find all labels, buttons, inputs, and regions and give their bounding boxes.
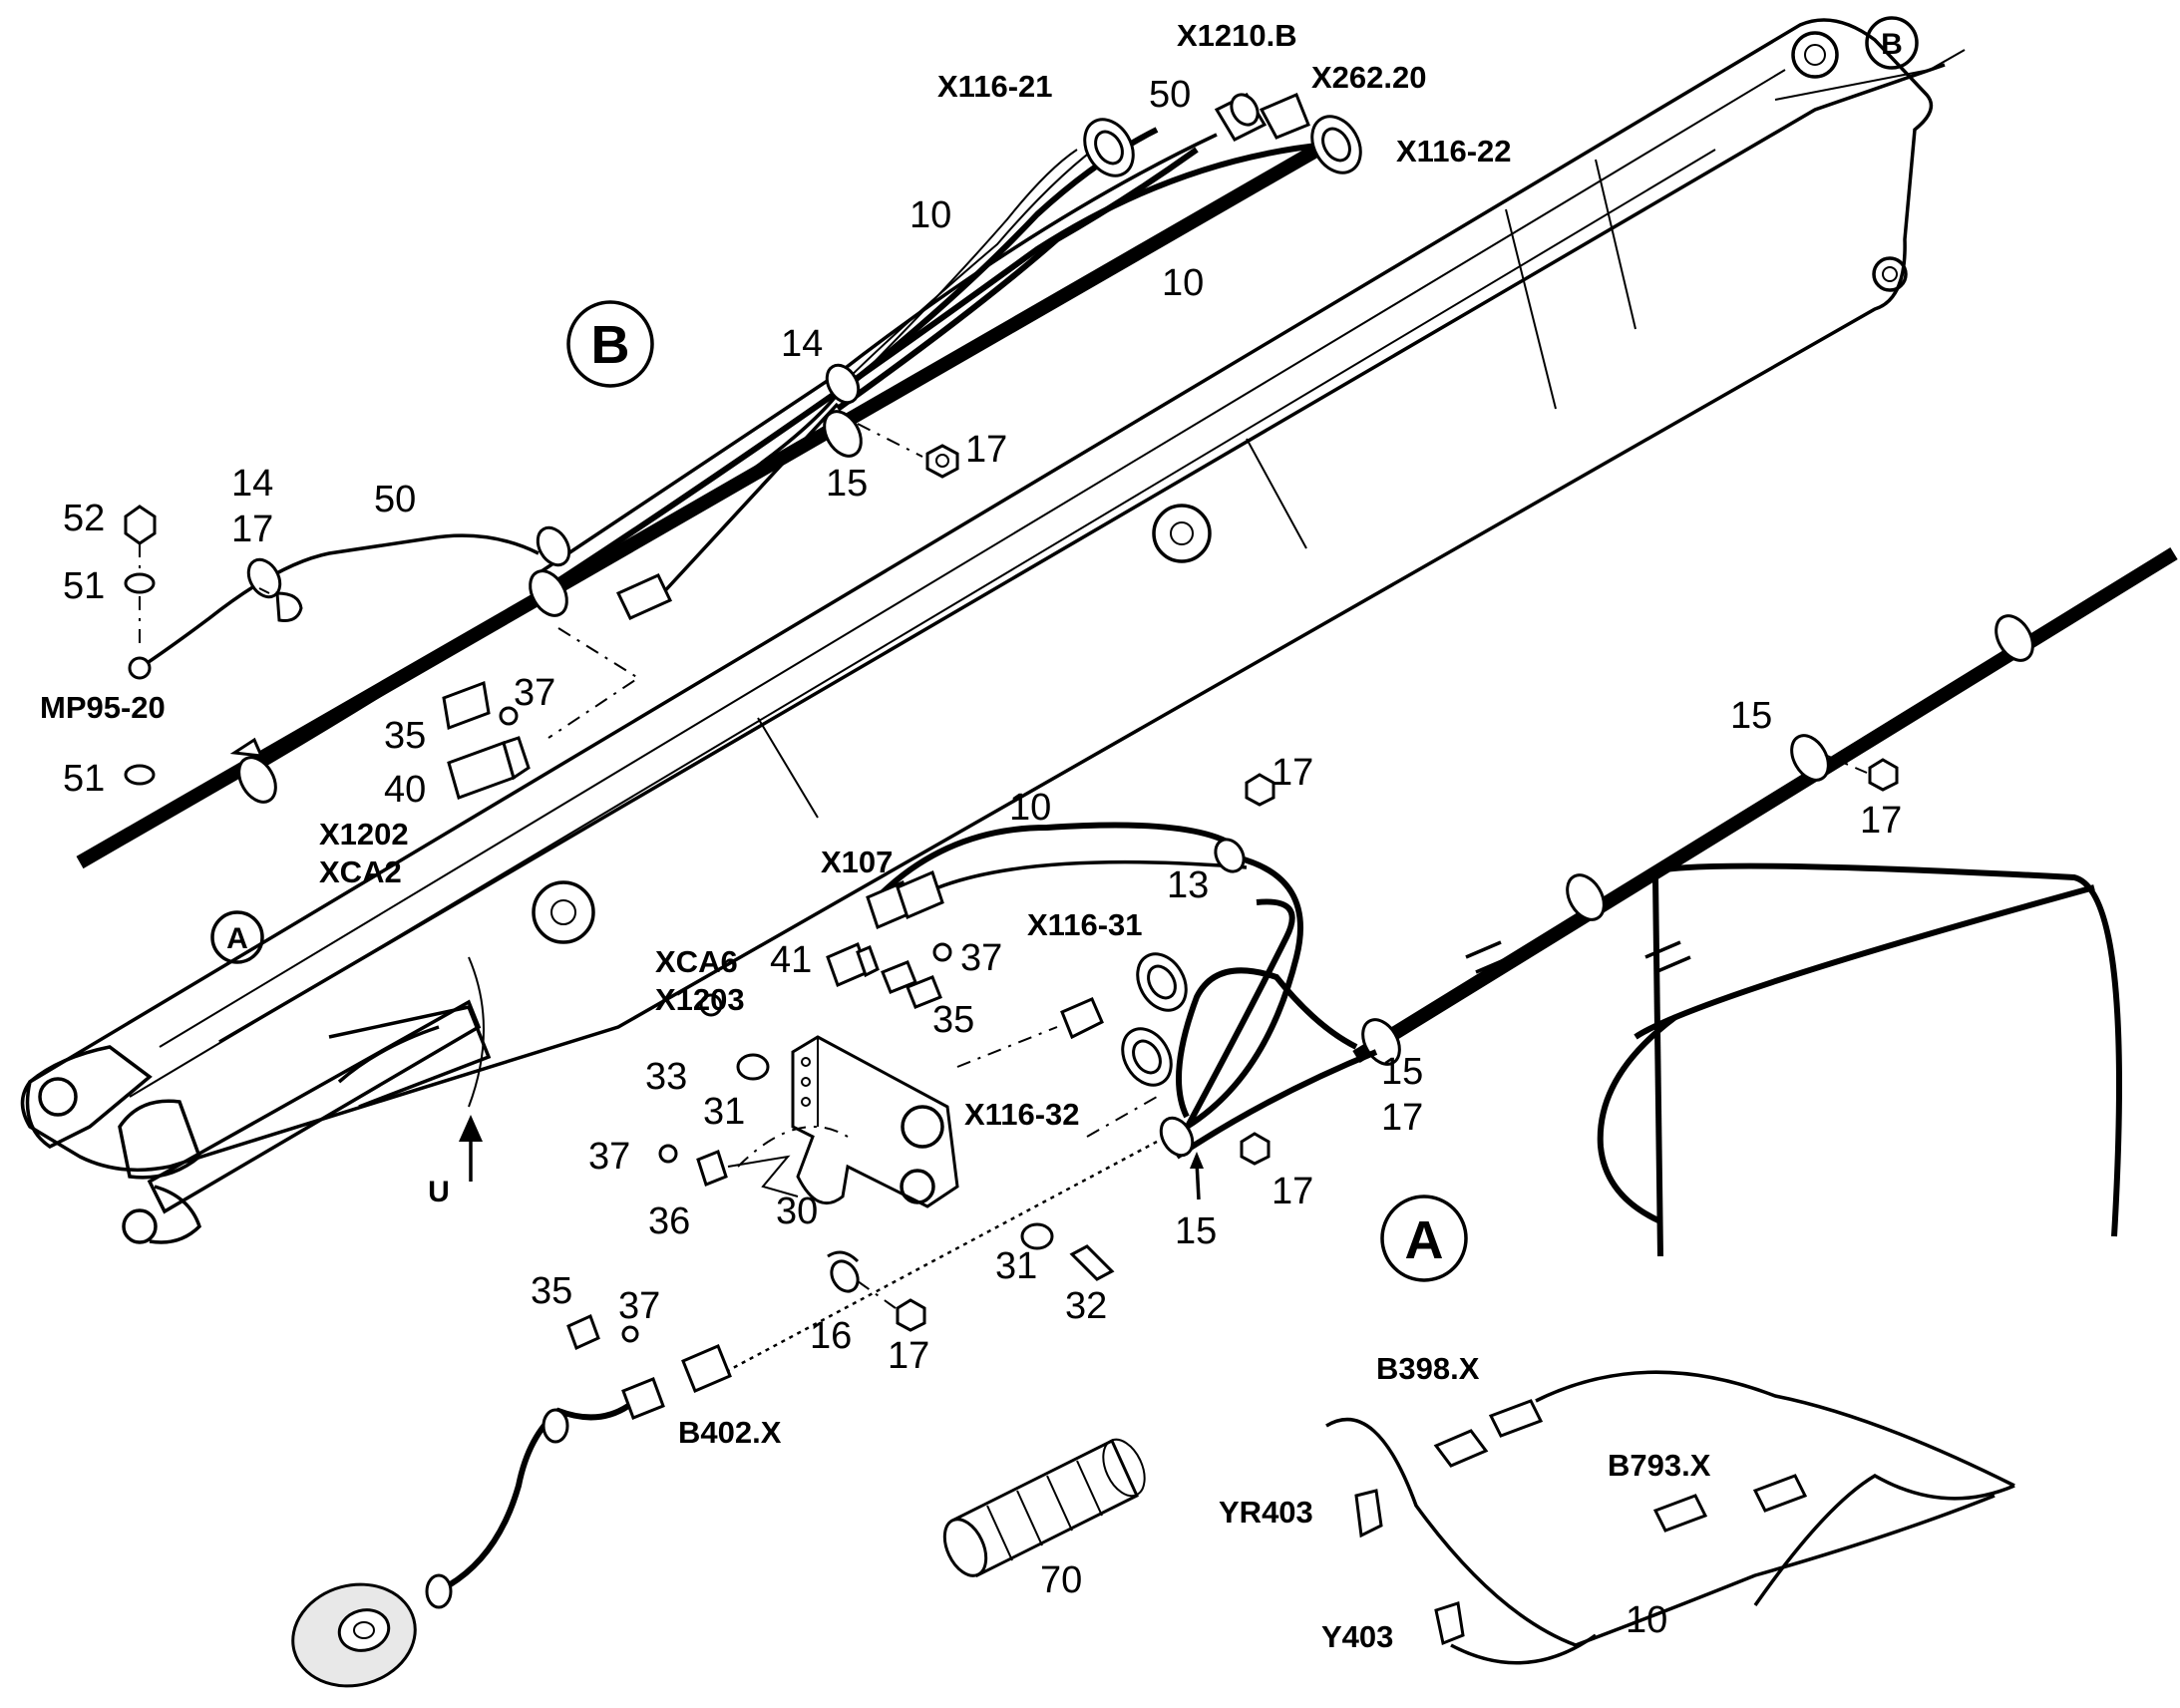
cable-clip: [529, 569, 568, 617]
part-number: 51: [63, 565, 105, 607]
callout-b-large: B: [566, 300, 654, 388]
callout-a-large: A: [1380, 1195, 1468, 1282]
part-number: 10: [1009, 787, 1051, 829]
part-number: 15: [826, 463, 868, 505]
label-b793-x: B793.X: [1608, 1448, 1711, 1483]
label-x1202: X1202: [319, 817, 409, 852]
connector-x116-21: [1083, 118, 1135, 177]
boom-arm: [20, 18, 1966, 1180]
connector-x1210-b: [1214, 93, 1268, 142]
detail-b-harness: [76, 93, 1362, 869]
part-number: 70: [1040, 1559, 1082, 1601]
connector-labels: X116-21 X1210.B X262.20 X116-22 MP95-20 …: [40, 18, 1711, 1654]
part-number: 15: [1175, 1210, 1217, 1252]
cable-clip: [536, 525, 571, 567]
label-x116-32: X116-32: [964, 1097, 1080, 1132]
mounting-bracket: [791, 1035, 959, 1208]
part-number: 32: [1065, 1285, 1107, 1327]
part-number: 16: [810, 1315, 852, 1357]
part-number: 50: [374, 479, 416, 520]
part-number: 40: [384, 769, 426, 811]
part-number: 35: [531, 1270, 572, 1312]
label-x262-20: X262.20: [1311, 60, 1427, 95]
part-number-labels: 50 10 10 14 17 15 14 17 50 52 51 51 35 3…: [63, 74, 1902, 1641]
part-number: 17: [1381, 1097, 1423, 1139]
part-number: 52: [63, 498, 105, 539]
part-number: 17: [1860, 800, 1902, 842]
part-number: 33: [645, 1056, 687, 1098]
label-b402-x: B402.X: [678, 1415, 782, 1450]
cable-clip: [825, 363, 861, 405]
detail-a-harness: [291, 547, 2178, 1688]
part-number: 13: [1167, 864, 1209, 906]
callout-a-small-text: A: [226, 922, 248, 955]
label-yr403: YR403: [1219, 1495, 1313, 1530]
part-number: 14: [781, 323, 823, 365]
callout-b-small-text: B: [1881, 28, 1903, 61]
part-number: 31: [703, 1091, 745, 1133]
part-number: 17: [1272, 752, 1313, 794]
sensor-disk: [291, 1582, 417, 1688]
part-number: 37: [618, 1285, 660, 1327]
label-y403: Y403: [1321, 1619, 1393, 1654]
label-xca6: XCA6: [655, 944, 738, 979]
label-x1210-b: X1210.B: [1177, 18, 1297, 53]
callout-b-small: B: [1865, 16, 1919, 70]
part-number: 14: [231, 463, 273, 505]
part-number: 10: [1626, 1599, 1667, 1641]
label-x116-22: X116-22: [1396, 134, 1512, 169]
part-number: 15: [1730, 695, 1772, 737]
nut: [925, 444, 959, 479]
part-number: 10: [1162, 262, 1204, 304]
part-number: 17: [231, 509, 273, 550]
part-number: 35: [932, 999, 974, 1041]
part-number: 41: [770, 939, 812, 981]
arrow-u-label: U: [428, 1176, 450, 1208]
part-number: 31: [995, 1245, 1037, 1287]
callout-b-large-text: B: [591, 315, 630, 375]
part-number: 37: [960, 937, 1002, 979]
nut: [124, 505, 157, 545]
callout-a-large-text: A: [1405, 1210, 1444, 1270]
part-number: 15: [1381, 1051, 1423, 1093]
label-mp95-20: MP95-20: [40, 690, 166, 725]
cable-clip: [246, 557, 303, 622]
connector-x116-22: [1310, 115, 1362, 174]
label-x1203: X1203: [655, 982, 745, 1017]
label-b398-x: B398.X: [1376, 1351, 1480, 1386]
part-number: 51: [63, 758, 105, 800]
connector-x262-20: [1259, 93, 1310, 140]
hydraulic-cylinder: [122, 999, 492, 1244]
protective-sleeve: [942, 1438, 1146, 1578]
part-number: 17: [1272, 1171, 1313, 1212]
part-number: 36: [648, 1200, 690, 1242]
label-x116-21: X116-21: [937, 69, 1053, 104]
part-number: 10: [909, 194, 951, 236]
part-number: 17: [965, 429, 1007, 471]
cable-clip: [823, 410, 863, 458]
part-number: 50: [1149, 74, 1191, 116]
cable-clip: [229, 737, 277, 804]
label-x107: X107: [821, 845, 893, 879]
part-number: 37: [588, 1136, 630, 1178]
callout-a-small: A: [210, 910, 264, 964]
label-x116-31: X116-31: [1027, 907, 1143, 942]
part-number: 17: [888, 1335, 929, 1377]
part-number: 35: [384, 715, 426, 757]
label-xca2: XCA2: [319, 854, 402, 889]
part-number: 37: [514, 672, 555, 714]
part-number: 30: [776, 1191, 818, 1232]
